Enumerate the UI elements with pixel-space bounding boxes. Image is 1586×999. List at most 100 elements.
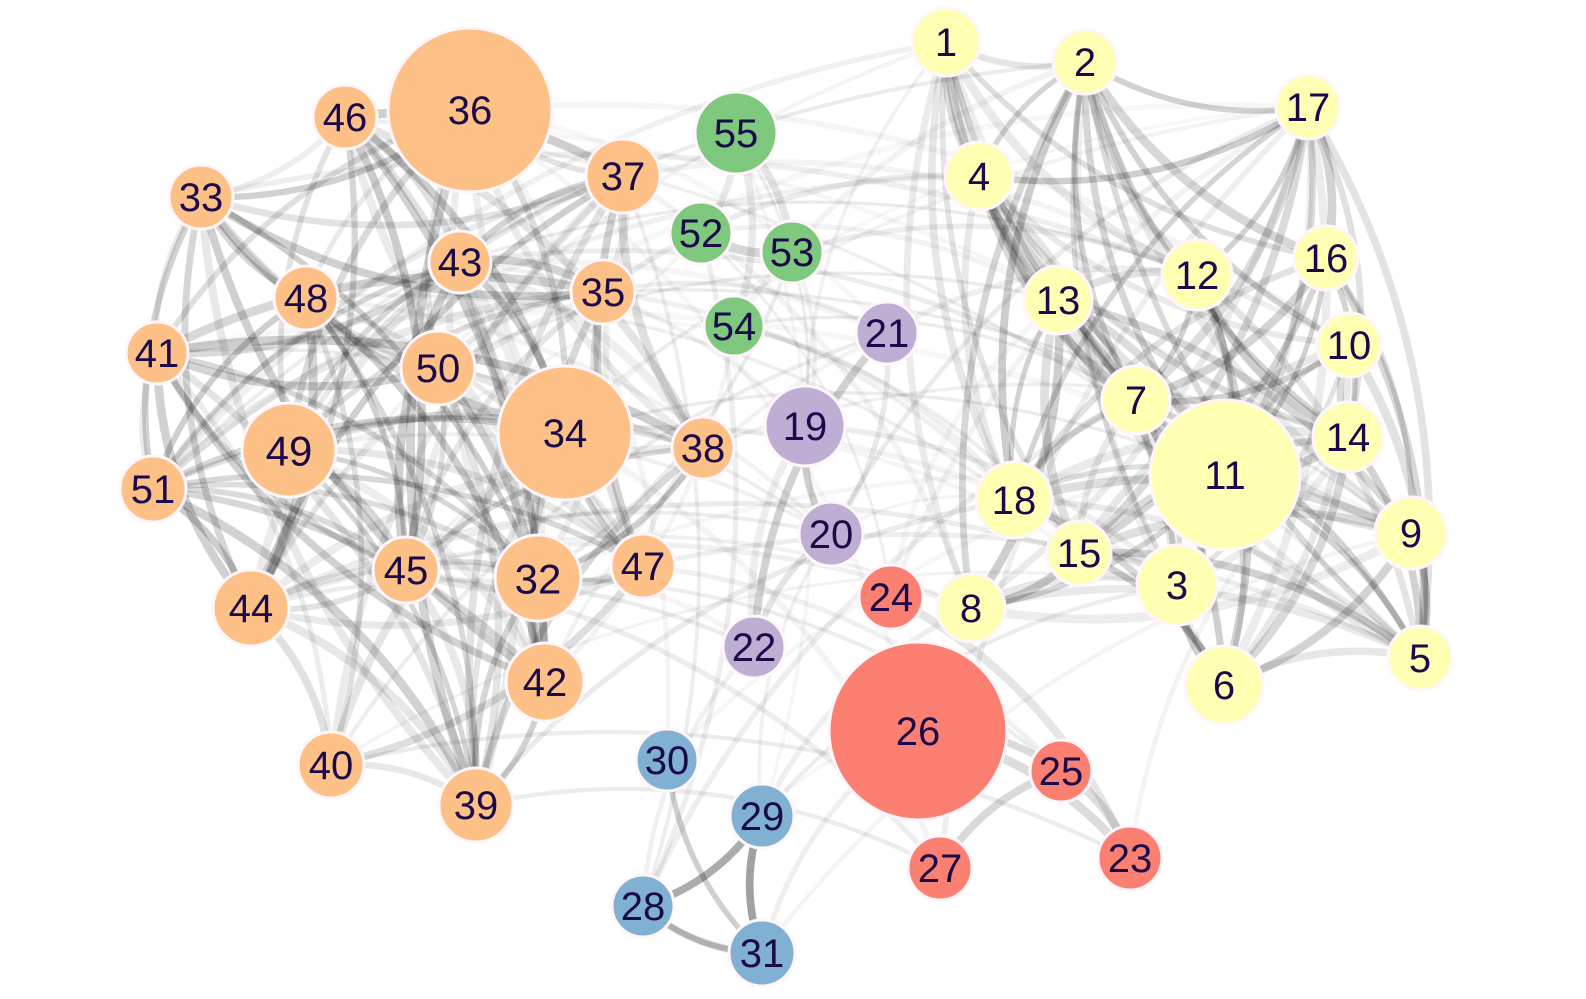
node-27[interactable]: 27 (906, 834, 974, 902)
node-7[interactable]: 7 (1100, 364, 1172, 436)
node-circle[interactable] (609, 532, 677, 600)
node-circle[interactable] (496, 364, 634, 502)
node-2[interactable]: 2 (1051, 28, 1119, 96)
node-37[interactable]: 37 (584, 137, 662, 215)
node-20[interactable]: 20 (797, 500, 865, 568)
node-circle[interactable] (240, 401, 338, 499)
node-circle[interactable] (1311, 400, 1385, 474)
node-circle[interactable] (399, 329, 477, 407)
node-circle[interactable] (634, 727, 700, 793)
node-44[interactable]: 44 (211, 568, 291, 648)
node-circle[interactable] (1160, 238, 1234, 312)
node-39[interactable]: 39 (437, 766, 515, 844)
node-28[interactable]: 28 (610, 873, 676, 939)
node-33[interactable]: 33 (167, 163, 235, 231)
node-circle[interactable] (1096, 824, 1164, 892)
node-circle[interactable] (935, 572, 1007, 644)
node-43[interactable]: 43 (427, 229, 493, 295)
node-circle[interactable] (569, 258, 637, 326)
node-circle[interactable] (670, 415, 736, 481)
node-49[interactable]: 49 (240, 401, 338, 499)
node-38[interactable]: 38 (670, 415, 736, 481)
node-47[interactable]: 47 (609, 532, 677, 600)
node-circle[interactable] (727, 918, 797, 988)
node-35[interactable]: 35 (569, 258, 637, 326)
node-circle[interactable] (1386, 624, 1454, 692)
node-circle[interactable] (124, 320, 190, 386)
node-31[interactable]: 31 (727, 918, 797, 988)
node-circle[interactable] (910, 6, 982, 78)
node-circle[interactable] (610, 873, 676, 939)
node-circle[interactable] (437, 766, 515, 844)
node-29[interactable]: 29 (728, 782, 796, 850)
node-circle[interactable] (721, 614, 787, 680)
node-circle[interactable] (493, 533, 583, 623)
node-circle[interactable] (1022, 264, 1094, 336)
node-46[interactable]: 46 (311, 83, 379, 151)
node-23[interactable]: 23 (1096, 824, 1164, 892)
node-1[interactable]: 1 (910, 6, 982, 78)
node-circle[interactable] (1373, 495, 1449, 571)
node-53[interactable]: 53 (759, 219, 825, 285)
node-26[interactable]: 26 (827, 640, 1009, 822)
node-circle[interactable] (386, 26, 554, 194)
node-circle[interactable] (1028, 738, 1094, 804)
node-circle[interactable] (854, 300, 920, 366)
node-circle[interactable] (296, 730, 366, 800)
node-9[interactable]: 9 (1373, 495, 1449, 571)
node-circle[interactable] (1315, 311, 1383, 379)
node-10[interactable]: 10 (1315, 311, 1383, 379)
node-11[interactable]: 11 (1148, 398, 1302, 552)
node-25[interactable]: 25 (1028, 738, 1094, 804)
node-circle[interactable] (1135, 543, 1219, 627)
node-32[interactable]: 32 (493, 533, 583, 623)
node-45[interactable]: 45 (371, 535, 441, 605)
node-circle[interactable] (702, 294, 766, 358)
node-circle[interactable] (211, 568, 291, 648)
node-circle[interactable] (763, 384, 847, 468)
node-21[interactable]: 21 (854, 300, 920, 366)
node-17[interactable]: 17 (1274, 73, 1342, 141)
node-circle[interactable] (728, 782, 796, 850)
node-30[interactable]: 30 (634, 727, 700, 793)
node-12[interactable]: 12 (1160, 238, 1234, 312)
node-5[interactable]: 5 (1386, 624, 1454, 692)
node-circle[interactable] (827, 640, 1009, 822)
node-3[interactable]: 3 (1135, 543, 1219, 627)
node-15[interactable]: 15 (1045, 519, 1113, 587)
node-circle[interactable] (311, 83, 379, 151)
node-circle[interactable] (857, 563, 925, 631)
node-14[interactable]: 14 (1311, 400, 1385, 474)
node-18[interactable]: 18 (974, 460, 1054, 540)
node-42[interactable]: 42 (504, 641, 586, 723)
node-circle[interactable] (797, 500, 865, 568)
node-circle[interactable] (118, 454, 188, 524)
node-16[interactable]: 16 (1292, 224, 1360, 292)
node-54[interactable]: 54 (702, 294, 766, 358)
node-circle[interactable] (1274, 73, 1342, 141)
node-4[interactable]: 4 (943, 140, 1015, 212)
node-48[interactable]: 48 (272, 264, 340, 332)
node-circle[interactable] (584, 137, 662, 215)
node-circle[interactable] (1045, 519, 1113, 587)
node-8[interactable]: 8 (935, 572, 1007, 644)
node-24[interactable]: 24 (857, 563, 925, 631)
node-52[interactable]: 52 (668, 200, 734, 266)
node-circle[interactable] (906, 834, 974, 902)
node-circle[interactable] (1100, 364, 1172, 436)
node-6[interactable]: 6 (1183, 644, 1265, 726)
node-circle[interactable] (668, 200, 734, 266)
node-circle[interactable] (759, 219, 825, 285)
node-circle[interactable] (943, 140, 1015, 212)
node-circle[interactable] (1183, 644, 1265, 726)
node-circle[interactable] (504, 641, 586, 723)
node-40[interactable]: 40 (296, 730, 366, 800)
node-36[interactable]: 36 (386, 26, 554, 194)
node-circle[interactable] (974, 460, 1054, 540)
node-19[interactable]: 19 (763, 384, 847, 468)
node-circle[interactable] (371, 535, 441, 605)
node-circle[interactable] (167, 163, 235, 231)
node-circle[interactable] (1292, 224, 1360, 292)
node-circle[interactable] (272, 264, 340, 332)
node-41[interactable]: 41 (124, 320, 190, 386)
